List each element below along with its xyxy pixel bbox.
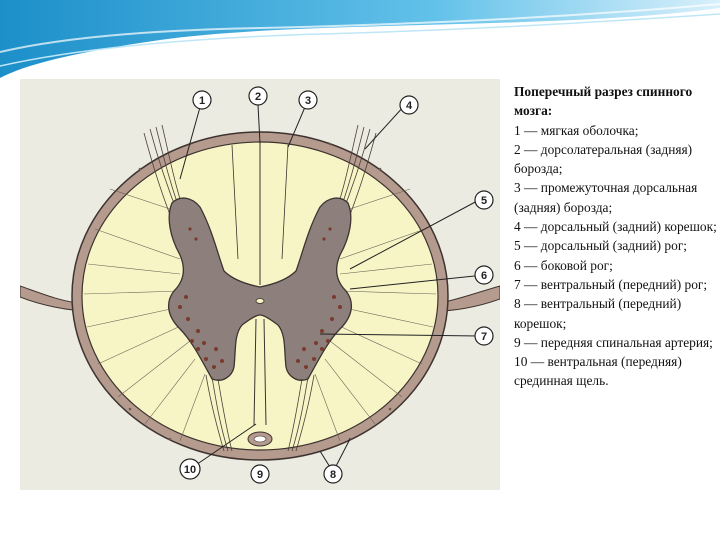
caption-item-4: 4 — дорсальный (задний) корешок;	[514, 219, 717, 235]
callout-1: 1	[192, 90, 212, 110]
svg-text:4: 4	[406, 100, 413, 112]
callout-8: 8	[323, 464, 343, 484]
caption-item-7: 7 — вентральный (передний) рог;	[514, 276, 708, 292]
central-canal	[255, 298, 265, 304]
caption-item-6: 6 — боковой рог;	[514, 257, 613, 273]
caption-item-2: 2 — дорсолатеральная (задняя) борозда;	[514, 141, 693, 177]
caption-item-1: 1 — мягкая оболочка;	[514, 122, 639, 138]
caption-item-10: 10 — вентральная (передняя) срединная ще…	[514, 354, 682, 389]
callout-4: 4	[399, 95, 419, 115]
svg-text:9: 9	[257, 469, 263, 481]
spinal-cord-figure: 1 2 3 4 5 6 7 8	[20, 79, 500, 490]
callout-2: 2	[248, 86, 268, 106]
callout-7: 7	[474, 326, 494, 346]
caption-item-8: 8 — вентральный (передний) корешок;	[514, 296, 682, 331]
callout-3: 3	[298, 90, 318, 110]
spinal-cord-diagram: 1 2 3 4 5 6 7 8	[20, 86, 500, 484]
ventral-root-fibres	[205, 374, 315, 452]
svg-text:3: 3	[305, 95, 311, 107]
figure-caption: Поперечный разрез спинного мозга: 1 — мя…	[514, 82, 718, 391]
svg-text:10: 10	[184, 464, 196, 476]
neuron-clusters	[178, 227, 342, 369]
svg-text:7: 7	[481, 331, 487, 343]
white-matter-fibres	[83, 188, 437, 442]
svg-text:2: 2	[255, 91, 261, 103]
callout-9: 9	[250, 464, 270, 484]
slide-header-decoration	[0, 0, 720, 78]
callout-5: 5	[474, 190, 494, 210]
callout-6: 6	[474, 265, 494, 285]
caption-title: Поперечный разрез спинного мозга:	[514, 84, 693, 119]
caption-item-9: 9 — передняя спинальная артерия;	[514, 334, 713, 350]
svg-text:8: 8	[330, 469, 336, 481]
caption-item-5: 5 — дорсальный (задний) рог;	[514, 238, 688, 254]
callout-10: 10	[179, 458, 201, 480]
svg-text:6: 6	[481, 270, 487, 282]
caption-item-3: 3 — промежуточная дорсальная (задняя) бо…	[514, 180, 698, 215]
svg-text:5: 5	[481, 195, 487, 207]
grey-matter	[168, 197, 352, 381]
svg-text:1: 1	[199, 95, 205, 107]
